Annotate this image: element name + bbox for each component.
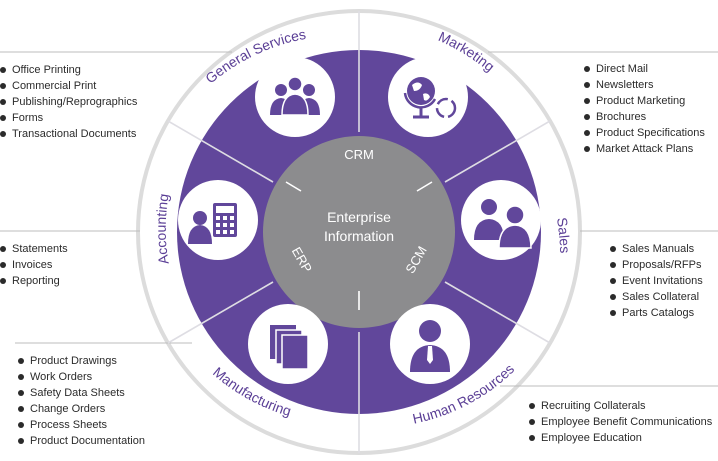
list-item: Product Drawings	[18, 353, 145, 369]
general-services-icon-disc	[255, 57, 335, 137]
wheel-separators	[167, 11, 551, 453]
list-item: Market Attack Plans	[584, 141, 705, 157]
list-item: Employee Benefit Communications	[529, 414, 712, 430]
list-item: Invoices	[0, 257, 68, 273]
list-item: Office Printing	[0, 62, 137, 78]
center-title-line2: Information	[324, 228, 394, 244]
list-item: Product Specifications	[584, 125, 705, 141]
list-item: Statements	[0, 241, 68, 257]
list-item: Publishing/Reprographics	[0, 94, 137, 110]
list-item: Sales Manuals	[610, 241, 703, 257]
list-item: Product Documentation	[18, 433, 145, 449]
marketing-icon-disc	[388, 57, 468, 137]
globe-refresh-icon	[403, 77, 457, 119]
segment-label-sales: Sales	[554, 216, 573, 253]
leader-lines	[0, 51, 718, 387]
list-item: Commercial Print	[0, 78, 137, 94]
documents-stack-icon	[270, 325, 309, 370]
center-disc	[263, 136, 455, 328]
list-item: Safety Data Sheets	[18, 385, 145, 401]
two-businessmen-icon	[474, 199, 532, 249]
list-item: Forms	[0, 110, 137, 126]
center-dividers	[285, 181, 433, 310]
list-item: Newsletters	[584, 77, 705, 93]
accounting-icon-disc	[178, 180, 258, 260]
manufacturing-icon-disc	[248, 304, 328, 384]
list-item: Sales Collateral	[610, 289, 703, 305]
list-item: Direct Mail	[584, 61, 705, 77]
crm-label: CRM	[344, 147, 374, 162]
segment-label-accounting: Accounting	[153, 192, 172, 265]
list-item: Employee Education	[529, 430, 712, 446]
list-item: Brochures	[584, 109, 705, 125]
businessman-icon	[410, 320, 450, 372]
list-item: Reporting	[0, 273, 68, 289]
human-resources-icon-disc	[390, 304, 470, 384]
list-item: Product Marketing	[584, 93, 705, 109]
business-team-icon	[270, 76, 320, 116]
sales-icon-disc	[461, 180, 541, 260]
list-item: Event Invitations	[610, 273, 703, 289]
center-title-line1: Enterprise	[327, 209, 391, 225]
list-item: Work Orders	[18, 369, 145, 385]
list-item: Parts Catalogs	[610, 305, 703, 321]
list-item: Proposals/RFPs	[610, 257, 703, 273]
list-item: Process Sheets	[18, 417, 145, 433]
calculator-person-icon	[188, 203, 237, 244]
list-item: Change Orders	[18, 401, 145, 417]
list-item: Transactional Documents	[0, 126, 137, 142]
list-item: Recruiting Collaterals	[529, 398, 712, 414]
